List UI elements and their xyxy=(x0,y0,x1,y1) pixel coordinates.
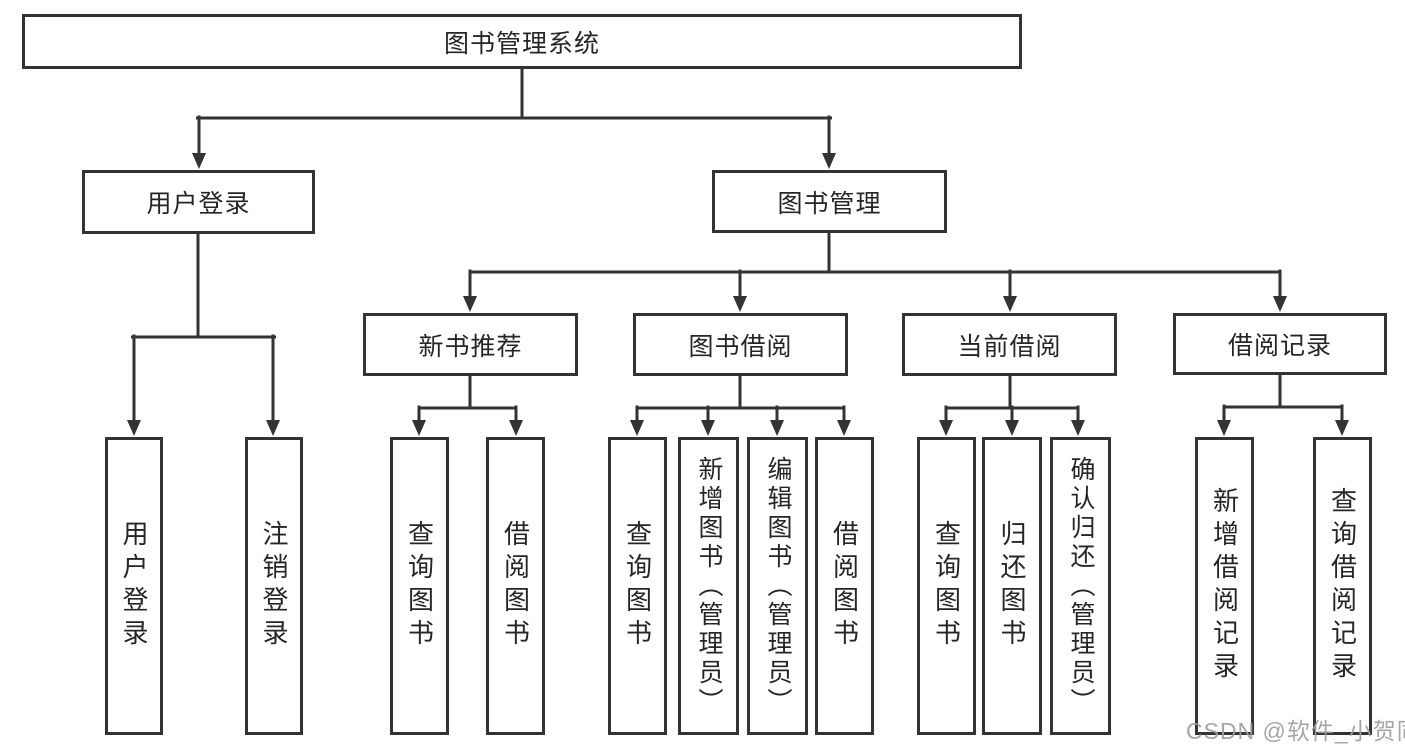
node-current-borrow: 当前借阅 xyxy=(902,313,1117,376)
node-leaf-query-borrow-record: 查询借阅记录 xyxy=(1313,437,1372,735)
node-leaf-borrow-books-recommend-label: 借阅图书 xyxy=(500,520,531,652)
node-leaf-add-borrow-record-label: 新增借阅记录 xyxy=(1209,487,1240,685)
node-leaf-borrow-books-borrow: 借阅图书 xyxy=(815,437,874,735)
node-leaf-user-login-label: 用户登录 xyxy=(119,520,149,652)
node-leaf-add-books-admin-label: 新增图书（管理员） xyxy=(695,455,723,717)
node-book-management-label: 图书管理 xyxy=(777,189,882,218)
node-leaf-query-books-borrow: 查询图书 xyxy=(608,437,667,735)
node-user-login: 用户登录 xyxy=(82,170,315,234)
node-book-borrow-label: 图书借阅 xyxy=(688,332,793,361)
node-book-borrow: 图书借阅 xyxy=(633,313,848,376)
node-leaf-logout-label: 注销登录 xyxy=(259,520,289,652)
node-leaf-return-books: 归还图书 xyxy=(982,437,1042,735)
node-leaf-edit-books-admin: 编辑图书（管理员） xyxy=(747,437,808,735)
node-borrow-records: 借阅记录 xyxy=(1173,313,1387,375)
connector-group-user-login xyxy=(127,232,280,436)
connector-group-book-management xyxy=(463,231,1287,312)
node-new-book-recommend: 新书推荐 xyxy=(363,313,578,376)
node-leaf-user-login: 用户登录 xyxy=(105,437,163,735)
node-leaf-query-books-borrow-label: 查询图书 xyxy=(622,520,653,652)
node-book-management: 图书管理 xyxy=(712,170,947,233)
connector-group-root xyxy=(192,67,836,169)
node-leaf-add-borrow-record: 新增借阅记录 xyxy=(1195,437,1254,735)
node-leaf-edit-books-admin-label: 编辑图书（管理员） xyxy=(764,455,792,717)
node-new-book-recommend-label: 新书推荐 xyxy=(418,332,523,361)
node-leaf-borrow-books-borrow-label: 借阅图书 xyxy=(829,520,860,652)
node-leaf-query-books-recommend-label: 查询图书 xyxy=(404,520,435,652)
node-leaf-add-books-admin: 新增图书（管理员） xyxy=(678,437,739,735)
node-leaf-query-borrow-record-label: 查询借阅记录 xyxy=(1327,487,1358,685)
node-leaf-borrow-books-recommend: 借阅图书 xyxy=(486,437,545,735)
connector-group-new-book-recommend xyxy=(412,374,523,436)
node-leaf-query-books-current: 查询图书 xyxy=(917,437,976,735)
node-leaf-confirm-return-admin-label: 确认归还（管理员） xyxy=(1067,455,1095,717)
csdn-watermark: CSDN @软件_小贺同学 xyxy=(1186,718,1405,744)
node-current-borrow-label: 当前借阅 xyxy=(957,332,1062,361)
node-leaf-query-books-recommend: 查询图书 xyxy=(390,437,449,735)
connector-group-current-borrow xyxy=(939,374,1085,436)
connector-group-borrow-records xyxy=(1217,373,1349,436)
node-leaf-query-books-current-label: 查询图书 xyxy=(931,520,962,652)
node-leaf-confirm-return-admin: 确认归还（管理员） xyxy=(1050,437,1111,735)
node-root-label: 图书管理系统 xyxy=(443,29,600,58)
node-leaf-logout: 注销登录 xyxy=(245,437,303,735)
node-root: 图书管理系统 xyxy=(22,14,1022,69)
node-user-login-label: 用户登录 xyxy=(146,190,251,218)
node-leaf-return-books-label: 归还图书 xyxy=(997,520,1027,652)
node-borrow-records-label: 借阅记录 xyxy=(1227,332,1332,360)
connector-group-book-borrow xyxy=(630,374,851,436)
